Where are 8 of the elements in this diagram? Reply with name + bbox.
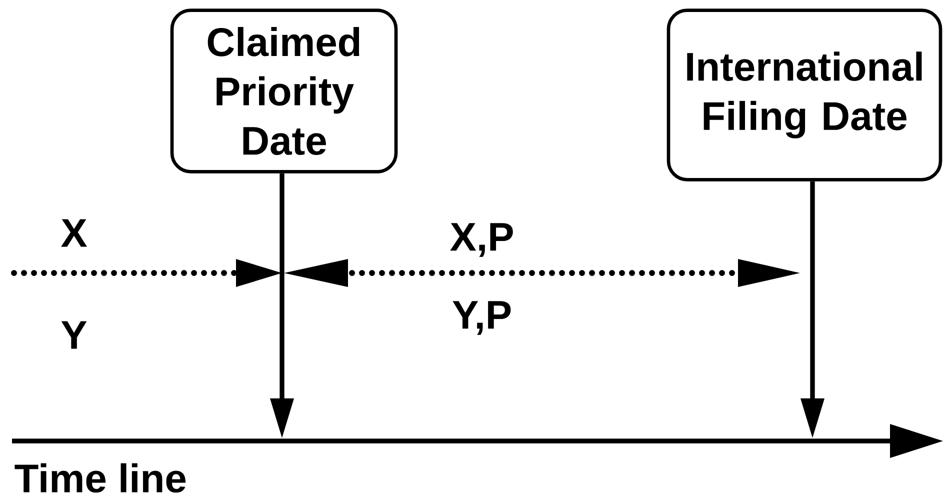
timeline-arrow [12, 424, 943, 458]
timeline-label: Time line [14, 463, 186, 493]
date-box: International Filing Date [666, 8, 942, 182]
range-label: Y [61, 321, 87, 349]
date-box: Claimed Priority Date [170, 8, 398, 174]
range-label: X,P [450, 223, 513, 257]
range-label: X [61, 219, 87, 247]
range-label: Y,P [452, 301, 511, 335]
